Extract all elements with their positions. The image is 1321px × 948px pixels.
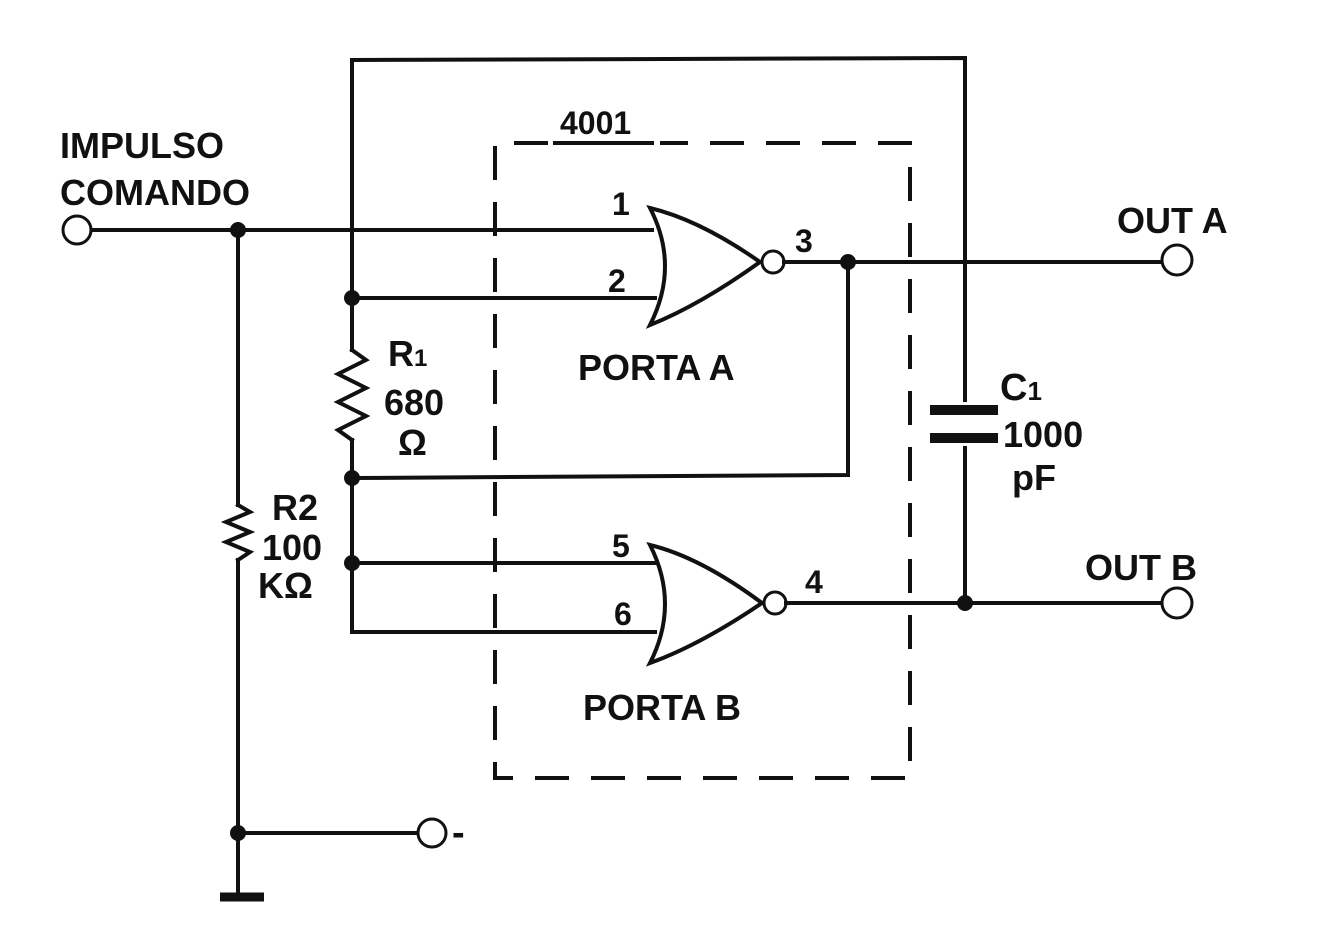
r2-name: R2 <box>272 487 318 528</box>
feedback-wire-out3 <box>349 260 850 481</box>
r1-resistor <box>333 347 371 443</box>
pin-5-label: 5 <box>612 528 630 564</box>
gate-b-label: PORTA B <box>583 687 741 728</box>
gate-b-bubble <box>762 590 788 616</box>
c1-unit: pF <box>1012 457 1056 498</box>
ic-label: 4001 <box>560 105 631 141</box>
pin-2-label: 2 <box>608 263 626 299</box>
input-terminal[interactable] <box>61 214 93 246</box>
r2-resistor <box>220 502 256 563</box>
negative-label: - <box>452 812 465 854</box>
r2-value: 100 <box>262 527 322 568</box>
pin-4-label: 4 <box>805 564 823 600</box>
out-b-label: OUT B <box>1085 547 1197 588</box>
c1-name: C1 <box>1000 367 1042 409</box>
gate-b-body <box>645 542 766 667</box>
out-a-terminal[interactable] <box>1160 243 1194 277</box>
out-b-terminal[interactable] <box>1160 586 1194 620</box>
feedback-wire-top <box>350 55 967 402</box>
junction-pin2 <box>344 290 360 306</box>
r1-unit: Ω <box>398 422 427 463</box>
r1-value: 680 <box>384 382 444 423</box>
gate-a-bubble <box>760 249 786 275</box>
out-a-label: OUT A <box>1117 200 1228 241</box>
pin-6-label: 6 <box>614 596 632 632</box>
gate-a-body <box>645 205 764 329</box>
pin-1-label: 1 <box>612 186 630 222</box>
pin-3-label: 3 <box>795 223 813 259</box>
input-label-line1: IMPULSO <box>60 125 224 166</box>
junction-out4 <box>957 595 973 611</box>
r1-name: R1 <box>388 333 427 374</box>
negative-terminal[interactable] <box>416 817 448 849</box>
input-label-line2: COMANDO <box>60 172 250 213</box>
c1-value: 1000 <box>1003 414 1083 455</box>
r2-unit: KΩ <box>258 565 313 606</box>
junction-out3 <box>840 254 856 270</box>
gate-a-label: PORTA A <box>578 347 735 388</box>
